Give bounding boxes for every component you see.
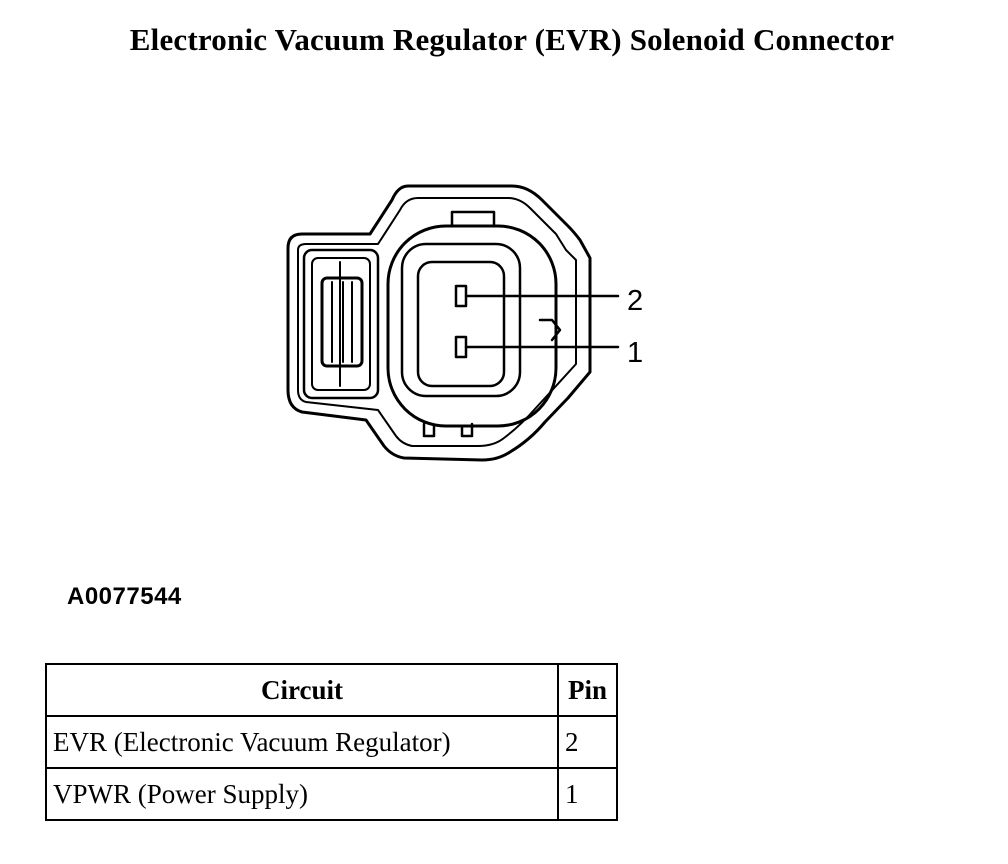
pin-terminal-2 bbox=[454, 284, 468, 308]
right-notch bbox=[538, 318, 562, 342]
circuit-cell: EVR (Electronic Vacuum Regulator) bbox=[45, 715, 559, 769]
connector-inner-shell bbox=[297, 197, 577, 447]
terminal-cavity bbox=[416, 260, 506, 388]
pin-label-2: 2 bbox=[627, 285, 643, 317]
pin-terminal-1 bbox=[454, 335, 468, 359]
bottom-key bbox=[422, 422, 474, 438]
column-header-pin: Pin bbox=[557, 663, 618, 717]
column-header-circuit: Circuit bbox=[45, 663, 559, 717]
top-key bbox=[450, 210, 496, 228]
latch-frame-inner bbox=[311, 257, 371, 391]
connector-diagram: 2 1 bbox=[286, 184, 643, 462]
table-row: VPWR (Power Supply) 1 bbox=[45, 767, 618, 821]
terminal-housing-middle bbox=[400, 242, 522, 398]
pin-cell: 1 bbox=[557, 767, 618, 821]
circuit-cell: VPWR (Power Supply) bbox=[45, 767, 559, 821]
table-row: EVR (Electronic Vacuum Regulator) 2 bbox=[45, 715, 618, 769]
pin-label-1: 1 bbox=[627, 337, 643, 369]
table-header-row: Circuit Pin bbox=[45, 663, 618, 717]
pin-cell: 2 bbox=[557, 715, 618, 769]
latch-frame-outer bbox=[302, 248, 380, 400]
figure-id: A0077544 bbox=[67, 583, 182, 610]
pinout-table: Circuit Pin EVR (Electronic Vacuum Regul… bbox=[45, 663, 618, 821]
latch-tab bbox=[320, 276, 364, 368]
diagram-title: Electronic Vacuum Regulator (EVR) Soleno… bbox=[129, 22, 895, 57]
connector-outer-shell bbox=[286, 184, 592, 462]
